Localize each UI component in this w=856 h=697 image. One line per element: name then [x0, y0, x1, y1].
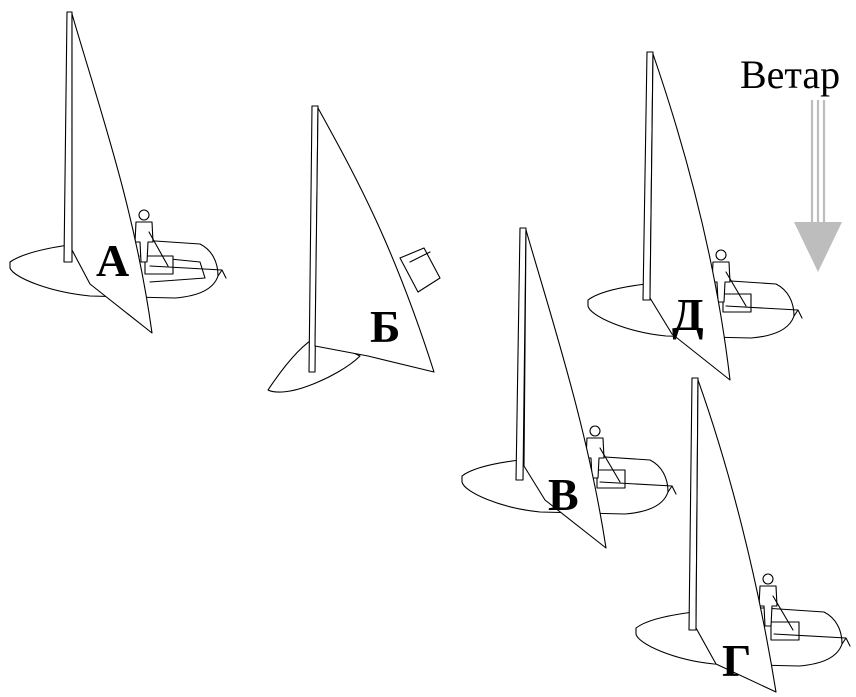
boat-g: Г	[635, 377, 851, 693]
boat-a-label: А	[96, 235, 129, 286]
boat-a: А	[9, 11, 227, 334]
boat-v-label: В	[548, 469, 579, 520]
boat-a-sail	[71, 13, 153, 334]
boat-v-mast	[515, 227, 527, 481]
boat-b: Б	[267, 105, 441, 393]
boat-d-label: Д	[672, 289, 704, 340]
boat-d-sailor	[711, 249, 747, 307]
boat-g-sail	[695, 379, 777, 693]
boat-g-cockpit	[770, 621, 800, 641]
boat-d-cockpit	[722, 293, 752, 313]
boat-a-mast	[63, 11, 73, 263]
wind-arrow	[794, 100, 842, 272]
boat-a-sailor	[134, 209, 169, 267]
boat-v: В	[461, 227, 677, 549]
boat-a-cockpit	[144, 255, 174, 275]
boat-g-mast	[688, 377, 699, 631]
wind-indicator: Ветар	[740, 52, 842, 272]
boat-b-sail	[314, 107, 435, 373]
boat-b-label: Б	[370, 301, 400, 352]
boat-v-sail	[523, 229, 607, 549]
wind-label: Ветар	[740, 52, 840, 97]
boat-d: Д	[587, 51, 803, 381]
boat-v-cockpit	[596, 469, 626, 489]
boat-g-label: Г	[722, 635, 751, 686]
boat-d-sail	[649, 53, 731, 381]
